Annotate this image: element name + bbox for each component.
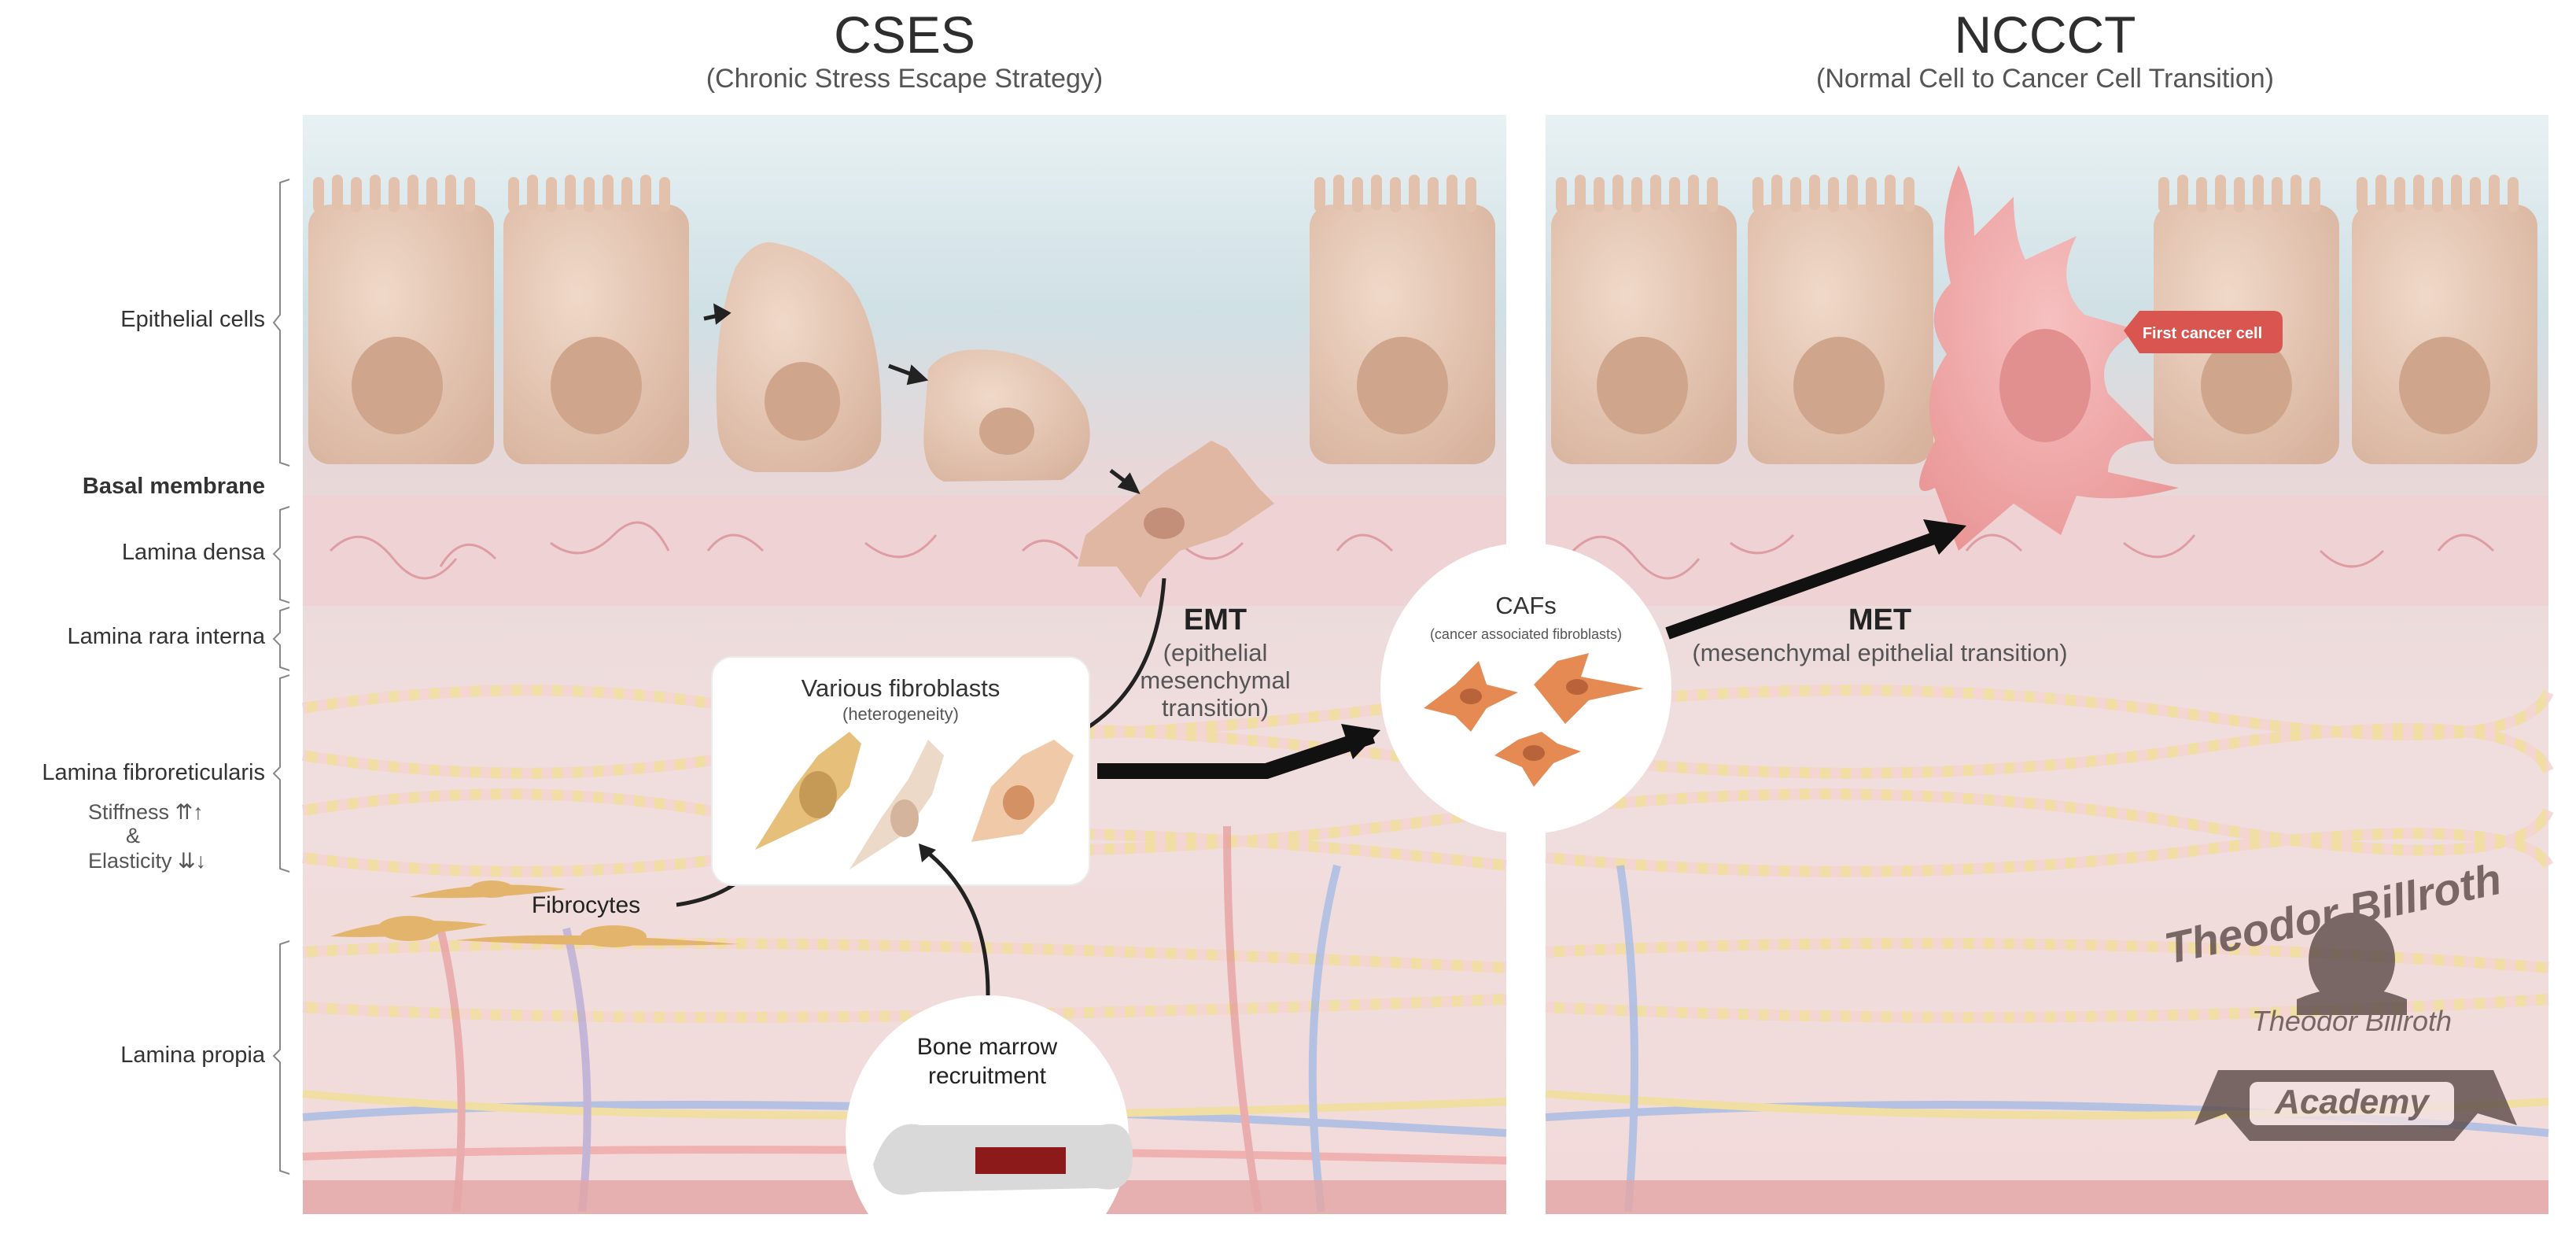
fibrocytes: [330, 880, 739, 947]
svg-text:(epithelial: (epithelial: [1163, 639, 1268, 666]
bone-marrow-line1: Bone marrow: [917, 1034, 1058, 1060]
right-panel: First cancer cell Theodor Billroth Theod…: [1545, 115, 2554, 1214]
label-epithelial-cells: Epithelial cells: [120, 307, 265, 332]
portrait-icon: [2309, 913, 2395, 1007]
label-and: &: [126, 824, 141, 847]
met-title: MET: [1848, 604, 1911, 637]
label-lamina-fibroreticularis: Lamina fibroreticularis: [42, 760, 265, 785]
emt-arrow: [1072, 578, 1166, 738]
fibroblast-to-caf-arrow: [1097, 728, 1376, 779]
bone-marrow-circle: [846, 995, 1133, 1255]
cafs-title: CAFs: [1495, 592, 1557, 619]
epithelial-cell: [1748, 175, 1933, 464]
cafs-subtitle: (cancer associated fibroblasts): [1430, 626, 1622, 642]
label-basal-membrane: Basal membrane: [82, 474, 265, 499]
bone-marrow-line2: recruitment: [928, 1063, 1047, 1089]
left-panel-title: CSES: [834, 6, 975, 64]
epithelial-cell: [1310, 175, 1495, 464]
cafs-circle: CAFs (cancer associated fibroblasts): [1380, 543, 1671, 834]
arrows-down-icon: ⇊↓: [178, 849, 207, 873]
epithelial-cell: [1551, 175, 1737, 464]
fibroblasts-box: [711, 656, 1090, 886]
mesenchymal-cell: [1078, 441, 1274, 598]
transition-arrows: [703, 303, 1141, 495]
epithelial-cell: [503, 175, 689, 464]
rounding-cell: [923, 349, 1090, 482]
svg-text:EMT: EMT: [1184, 604, 1247, 637]
right-panel-header: NCCCT (Normal Cell to Cancer Cell Transi…: [1691, 6, 2399, 94]
svg-text:Theodor Billroth: Theodor Billroth: [2252, 1005, 2452, 1037]
svg-text:Academy: Academy: [2274, 1083, 2430, 1121]
fibroblasts-title: Various fibroblasts: [802, 674, 1001, 702]
left-panel-header: CSES (Chronic Stress Escape Strategy): [551, 6, 1259, 94]
met-subtitle: (mesenchymal epithelial transition): [1692, 639, 2067, 666]
first-cancer-cell-banner: First cancer cell: [2124, 311, 2283, 353]
fibrocytes-label: Fibrocytes: [532, 892, 640, 918]
label-stiffness: Stiffness ⇈↑: [88, 800, 204, 824]
emt-label: EMT (epithelial mesenchymal transition): [1140, 604, 1290, 722]
svg-text:mesenchymal: mesenchymal: [1140, 666, 1290, 694]
right-panel-subtitle: (Normal Cell to Cancer Cell Transition): [1816, 64, 2274, 94]
arrows-up-icon: ⇈↑: [175, 800, 204, 824]
met-arrow: [1665, 529, 1945, 640]
label-lamina-propia: Lamina propia: [120, 1043, 265, 1068]
layer-brackets: [272, 179, 290, 1175]
label-lamina-rara-interna: Lamina rara interna: [67, 624, 265, 649]
label-elasticity: Elasticity ⇊↓: [88, 849, 207, 873]
transitioning-cell: [716, 242, 882, 472]
svg-text:transition): transition): [1162, 694, 1269, 722]
fibroblasts-subtitle: (heterogeneity): [842, 704, 959, 724]
epithelial-cell: [2352, 175, 2537, 464]
epithelial-cell: [308, 175, 494, 464]
bone-marrow-arrow: [923, 848, 990, 1016]
first-cancer-cell-label: First cancer cell: [2143, 325, 2262, 342]
first-cancer-cell: [1919, 165, 2179, 551]
left-panel-subtitle: (Chronic Stress Escape Strategy): [706, 64, 1104, 94]
right-panel-title: NCCCT: [1954, 6, 2136, 64]
left-panel: [301, 115, 1508, 1255]
label-lamina-densa: Lamina densa: [121, 540, 265, 565]
